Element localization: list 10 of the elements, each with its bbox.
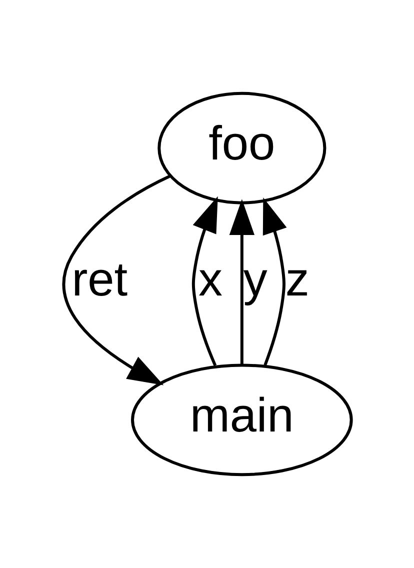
arrow — [262, 198, 286, 366]
node-ellipse: main — [130, 364, 352, 476]
edge-label: x — [198, 253, 222, 306]
arrow — [191, 196, 218, 366]
arrow — [62, 174, 170, 386]
arrow — [228, 199, 254, 364]
node-ellipse: foo — [157, 92, 326, 204]
edge-label: z — [284, 253, 309, 306]
edge-label: y — [242, 253, 267, 306]
edge-label: ret — [71, 253, 128, 306]
